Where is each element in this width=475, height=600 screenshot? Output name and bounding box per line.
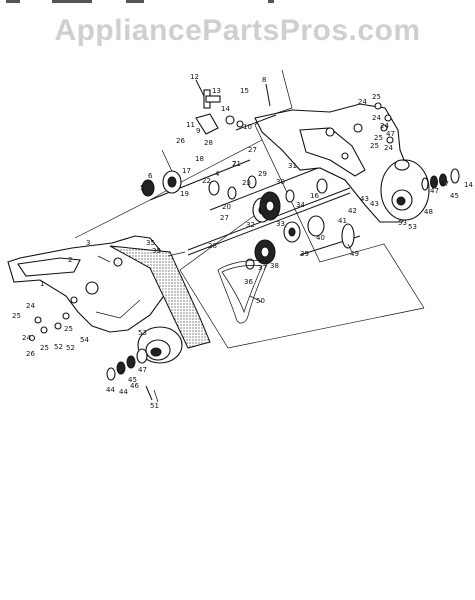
svg-text:25: 25 (64, 325, 73, 333)
svg-text:43: 43 (360, 195, 369, 203)
svg-text:28: 28 (208, 242, 217, 250)
callout: 33 (276, 220, 285, 228)
callout: 44 (119, 388, 128, 396)
callout: 3 (86, 239, 90, 247)
svg-text:24: 24 (380, 122, 389, 130)
callout: 42 (348, 207, 357, 215)
callout: 52 (54, 343, 63, 351)
callout: 2 (68, 256, 72, 264)
svg-text:25: 25 (370, 142, 379, 150)
callout: 13 (212, 87, 221, 95)
callout: 23 (242, 179, 251, 187)
callout: 49 (350, 250, 359, 258)
left-hardware (28, 102, 394, 342)
callout: 31 (288, 162, 297, 170)
callout: 48 (424, 208, 433, 216)
callout: 43 (370, 200, 379, 208)
drive-chain-inner (221, 264, 263, 314)
left-hub-assembly (106, 326, 183, 401)
spacer-bar (109, 245, 211, 349)
callout: 24 (358, 98, 367, 106)
right-side-plate (254, 103, 416, 223)
callout: 21 (232, 160, 241, 168)
callout: 17 (182, 167, 191, 175)
callout: 18 (195, 155, 204, 163)
svg-text:25: 25 (40, 344, 49, 352)
callout: 36 (244, 278, 253, 286)
svg-text:44: 44 (106, 386, 115, 394)
svg-text:47: 47 (138, 366, 147, 374)
callout: 27 (248, 146, 257, 154)
drive-chain (217, 260, 269, 324)
callout: 6 (148, 172, 153, 180)
svg-text:24: 24 (372, 114, 381, 122)
callout: 26 (176, 137, 185, 145)
callout: 50 (256, 297, 265, 305)
svg-text:24: 24 (384, 144, 393, 152)
callout: 45 (450, 192, 459, 200)
svg-text:54: 54 (80, 336, 89, 344)
callout: 10 (243, 123, 252, 131)
gears-and-sprockets (141, 170, 355, 270)
callout: 5 (140, 184, 144, 192)
svg-text:47: 47 (440, 180, 449, 188)
callout: 20 (222, 203, 231, 211)
svg-text:24: 24 (26, 302, 35, 310)
shift-lever-assembly (195, 79, 271, 135)
callout: 16 (310, 192, 319, 200)
callout: 51 (150, 402, 159, 410)
callout: 11 (186, 121, 195, 129)
svg-text:26: 26 (26, 350, 35, 358)
callout: 53 (408, 223, 417, 231)
svg-text:14: 14 (464, 181, 473, 189)
svg-text:52: 52 (66, 344, 75, 352)
svg-text:24: 24 (22, 334, 31, 342)
callout: 32 (246, 221, 255, 229)
callout: 40 (316, 234, 325, 242)
callout: 47 (430, 187, 439, 195)
callout: 28 (204, 139, 213, 147)
callout: 46 (130, 382, 139, 390)
callout: 19 (180, 190, 189, 198)
left-hardware-labels: 24 25 24 26 25 52 54 25 53 47 45 44 24 2… (12, 114, 473, 394)
svg-text:53: 53 (138, 329, 147, 337)
svg-text:47: 47 (386, 130, 395, 138)
svg-text:27: 27 (220, 214, 229, 222)
callout: 22 (202, 177, 211, 185)
callout: 9 (196, 127, 200, 135)
callout: 41 (338, 217, 347, 225)
left-side-plate (7, 235, 171, 333)
svg-text:53: 53 (398, 219, 407, 227)
site-watermark: AppliancePartsPros.com (54, 14, 421, 47)
svg-text:45: 45 (128, 376, 137, 384)
scan-top-marks (0, 0, 475, 6)
callout: 25 (372, 93, 381, 101)
svg-text:25: 25 (12, 312, 21, 320)
svg-text:35: 35 (146, 239, 155, 247)
callout: 8 (262, 76, 266, 84)
callout: 7 (232, 160, 236, 168)
leader-lines (97, 243, 353, 403)
callout: 1 (40, 280, 44, 288)
callout: 39 (300, 250, 309, 258)
callout: 15 (240, 87, 249, 95)
callout: 37 (258, 264, 267, 272)
right-hub-assembly (380, 159, 460, 221)
callout: 30 (276, 178, 285, 186)
callout: 14 (221, 105, 230, 113)
callout: 34 (296, 201, 305, 209)
callout: 38 (270, 262, 279, 270)
callout: 12 (190, 73, 199, 81)
callout: 35 (152, 247, 161, 255)
callout: 4 (215, 170, 220, 178)
svg-text:25: 25 (374, 134, 383, 142)
callout: 29 (258, 170, 267, 178)
callout-labels: 12 13 8 15 14 10 11 9 25 24 26 28 27 18 … (40, 73, 459, 410)
